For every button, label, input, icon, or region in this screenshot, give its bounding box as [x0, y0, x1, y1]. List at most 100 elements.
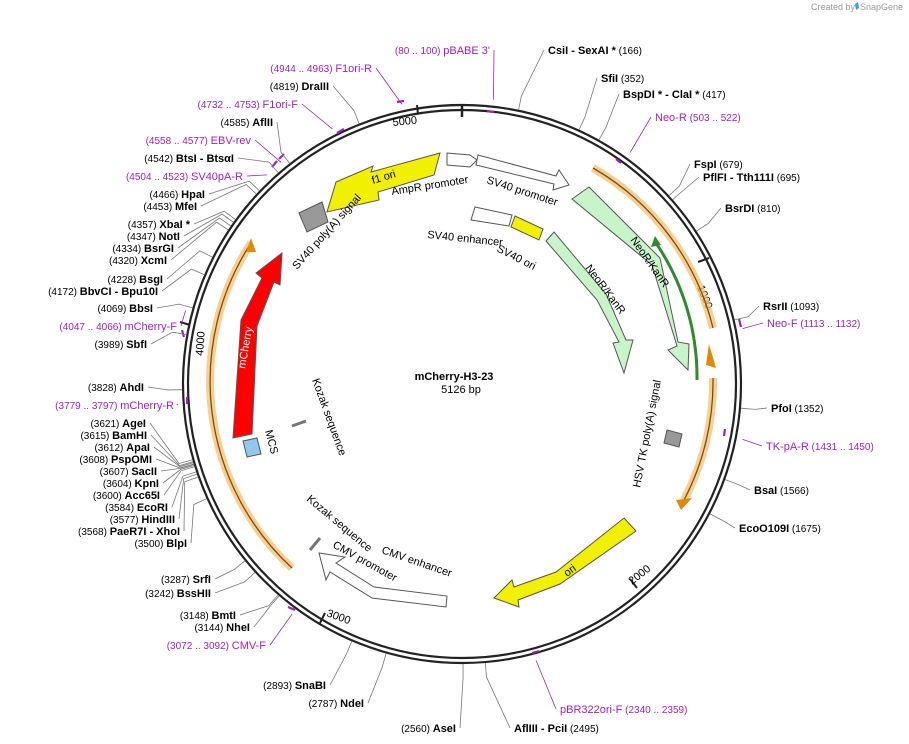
app-name: SnapGene — [860, 2, 903, 12]
primer-cmv-f-label: (3072 .. 3092) CMV-F — [167, 640, 267, 652]
sv40-polya-box — [298, 201, 329, 233]
site-bamhi: (3615) BamHI — [80, 430, 194, 467]
site-sbfi-leader — [150, 331, 187, 345]
site-noti: (4347) NotI — [127, 213, 234, 243]
site-pspomi-leader — [155, 458, 194, 469]
site-btsi: (4542) BtsI - BtsαI — [144, 153, 279, 173]
site-acc65i-label: (3600) Acc65I — [93, 490, 160, 502]
site-hindiii-leader — [178, 473, 198, 520]
site-paer7i-label: (3568) PaeR7I - XhoI — [78, 526, 180, 538]
restriction-sites: CsiI - SexAI * (166)SfiI (352)BspDI * - … — [48, 45, 823, 735]
site-aflii: (4585) AflII — [221, 117, 290, 164]
site-hpai-leader — [208, 180, 260, 195]
site-bamhi-label: (3615) BamHI — [80, 430, 147, 442]
site-ecori: (3584) EcoRI — [105, 471, 197, 514]
site-bsrdi-leader — [696, 207, 722, 232]
inner-orf-band — [654, 242, 699, 381]
site-pfoi-leader — [740, 407, 768, 410]
site-asei: (2560) AseI — [401, 663, 464, 735]
site-rsrii-leader — [734, 305, 760, 321]
primer-mark-neo-f — [737, 318, 743, 328]
f1-ori-arrow — [326, 152, 441, 213]
primer-mark-pbr322ori-f — [531, 649, 540, 655]
plasmid-name: mCherry-H3-23 — [415, 371, 494, 383]
site-aflii-label: (4585) AflII — [221, 117, 273, 129]
site-nhei-leader — [253, 595, 280, 628]
orf-arrowhead-2 — [676, 498, 692, 510]
ori-label: ori — [562, 563, 579, 580]
primer-mark-neo-r — [615, 158, 622, 164]
site-asei-leader — [459, 663, 464, 729]
site-srfi-label: (3287) SrfI — [161, 574, 211, 586]
primer-neo-f-leader — [742, 322, 764, 329]
site-bsrgi: (4334) BsrGI — [112, 217, 232, 255]
primer-cmv-f-leader — [269, 613, 293, 646]
site-bbvci-label: (4172) BbvCI - Bpu10I — [48, 286, 158, 298]
site-hindiii: (3577) HindIII — [110, 473, 198, 526]
site-sfii-label: SfiI (352) — [601, 73, 644, 85]
neor-outer-label: NeoR/KanR — [628, 235, 672, 290]
primer-mcherry-r-leader — [176, 403, 179, 406]
site-blpi: (3500) BlpI — [135, 498, 207, 550]
site-fspi-label: FspI (679) — [694, 159, 743, 171]
neor-inner-arrow — [545, 231, 634, 375]
site-xcmi-leader — [170, 221, 229, 261]
site-xbai: (4357) XbaI * — [128, 210, 236, 231]
site-bspdi: BspDI * - ClaI * (417) — [598, 89, 726, 140]
site-bsgi-label: (4228) BsgI — [107, 274, 163, 286]
site-bsshii: (3242) BssHII — [145, 572, 256, 600]
primer-f1ori-r-label: (4944 .. 4963) F1ori-R — [270, 63, 372, 75]
site-afliii-leader — [484, 662, 511, 729]
site-ecoo109i-leader — [709, 513, 736, 529]
site-ecori-leader — [171, 471, 197, 508]
site-csii-leader — [518, 49, 545, 110]
site-bamhi-leader — [150, 434, 194, 467]
ruler-tick-2000 — [629, 578, 638, 589]
ruler-tick-1000 — [697, 257, 710, 263]
site-bsrdi: BsrDI (810) — [696, 203, 780, 232]
primer-f1ori-f-leader — [301, 103, 333, 130]
site-pfoi: PfoI (1352) — [740, 403, 823, 415]
site-bsshii-leader — [214, 572, 256, 594]
site-ahdi-label: (3828) AhdI — [88, 382, 144, 394]
site-pflfi-leader — [672, 176, 700, 200]
site-bbsi: (4069) BbsI — [97, 303, 193, 315]
kozak-upper-mark — [291, 419, 307, 428]
site-rsrii-label: RsrII (1093) — [763, 301, 819, 313]
kozak-upper-label: Kozak sequence — [309, 377, 348, 458]
site-bbsi-leader — [156, 303, 193, 309]
site-hpai: (4466) HpaI — [149, 180, 260, 201]
sv40-ori-box — [510, 215, 544, 241]
site-bbvci: (4172) BbvCI - Bpu10I — [48, 268, 205, 298]
site-snabi-label: (2893) SnaBI — [263, 680, 326, 692]
primer-mark-f1ori-f — [336, 128, 345, 134]
site-bmti-leader — [239, 594, 279, 616]
sv40-enhancer-label: SV40 enhancer — [427, 229, 504, 249]
site-xcmi-label: (4320) XcmI — [109, 255, 167, 267]
orf-arrowhead-1 — [706, 344, 716, 368]
site-xbai-label: (4357) XbaI * — [128, 219, 191, 231]
site-bsrdi-label: BsrDI (810) — [725, 203, 780, 215]
primer-neo-f-label: Neo-F (1113 .. 1132) — [767, 318, 860, 330]
site-bbvci-leader — [161, 268, 205, 292]
site-hpai-label: (4466) HpaI — [149, 189, 205, 201]
site-draiii-leader — [332, 85, 360, 124]
primer-cmv-f: (3072 .. 3092) CMV-F — [167, 613, 293, 652]
primer-neo-f: Neo-F (1113 .. 1132) — [742, 318, 860, 330]
site-ecori-label: (3584) EcoRI — [105, 502, 168, 514]
primer-markers — [180, 99, 743, 655]
site-acc65i-leader — [163, 466, 195, 496]
snapgene-logo-icon — [855, 2, 859, 10]
site-sbfi: (3989) SbfI — [95, 331, 187, 351]
primer-pbabe-3-leader — [493, 49, 495, 100]
primer-ebv-rev-label: (4558 .. 4577) EBV-rev — [146, 135, 252, 147]
site-hindiii-label: (3577) HindIII — [110, 514, 175, 526]
primer-mcherry-r: (3779 .. 3797) mCherry-R — [55, 400, 179, 412]
site-noti-label: (4347) NotI — [127, 231, 180, 243]
site-afliii: AflIII - PciI (2495) — [484, 662, 599, 735]
primer-pbr322ori-f: pBR322ori-F (2340 .. 2359) — [535, 660, 687, 716]
site-pspomi-label: (3608) PspOMI — [79, 454, 152, 466]
sv40-promoter-arrow — [475, 154, 570, 191]
primer-tk-pa-r-leader — [742, 439, 763, 447]
site-bsai: BsaI (1566) — [725, 479, 809, 497]
